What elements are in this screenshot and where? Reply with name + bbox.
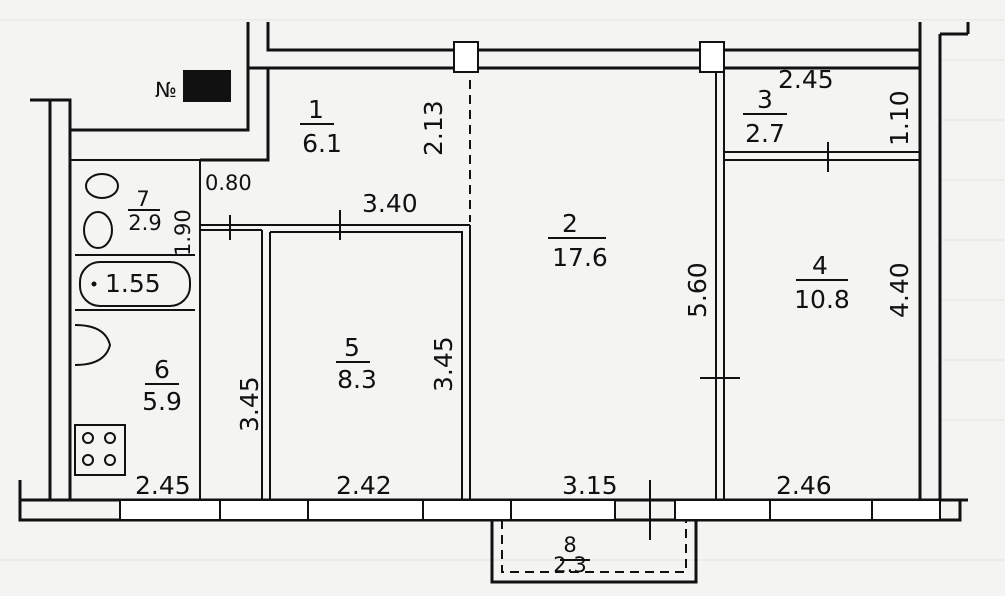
room-id: 6 bbox=[154, 355, 170, 384]
room-area: 5.9 bbox=[142, 387, 182, 416]
dimension-label: 2.45 bbox=[135, 471, 191, 500]
dimension-label: 2.45 bbox=[778, 65, 834, 94]
room-id: 8 bbox=[563, 533, 576, 557]
room-id: 4 bbox=[812, 251, 828, 280]
room-4: 4 10.8 bbox=[794, 251, 850, 314]
window bbox=[307, 499, 424, 521]
room-id: 7 bbox=[136, 187, 149, 211]
room-1: 1 6.1 bbox=[300, 95, 342, 158]
wall-pier bbox=[219, 499, 309, 521]
dimension-label: 2.46 bbox=[776, 471, 832, 500]
background-grid bbox=[0, 19, 1005, 561]
dimension-label: 1.55 bbox=[105, 269, 161, 298]
room-id: 2 bbox=[562, 209, 578, 238]
dimension-label: 3.40 bbox=[362, 189, 418, 218]
room-area: 10.8 bbox=[794, 285, 850, 314]
room-area: 6.1 bbox=[302, 129, 342, 158]
wall-pier bbox=[422, 499, 512, 521]
dimension-label: 1.90 bbox=[171, 209, 195, 256]
room-id: 3 bbox=[757, 85, 773, 114]
room-area: 17.6 bbox=[552, 243, 608, 272]
dimension-label: 3.15 bbox=[562, 471, 618, 500]
dimension-label: 3.45 bbox=[235, 376, 264, 432]
window bbox=[119, 499, 221, 521]
apartment-number-prefix: № bbox=[155, 78, 177, 102]
dimensions: 2.45 2.13 1.10 0.80 3.40 1.90 1.55 5.60 … bbox=[91, 65, 914, 500]
room-area: 2.7 bbox=[745, 119, 785, 148]
window bbox=[769, 499, 873, 521]
dimension-label: 0.80 bbox=[205, 171, 252, 195]
dimension-label: 1.10 bbox=[885, 90, 914, 146]
dimension-label: 5.60 bbox=[683, 262, 712, 318]
wall-pier bbox=[871, 499, 941, 521]
column bbox=[453, 41, 479, 73]
room-area: 8.3 bbox=[337, 365, 377, 394]
wall-pier bbox=[674, 499, 771, 521]
column bbox=[699, 41, 725, 73]
balcony-door bbox=[510, 499, 616, 521]
room-2: 2 17.6 bbox=[548, 209, 608, 272]
room-area: 2.9 bbox=[128, 211, 161, 235]
room-7: 7 2.9 bbox=[128, 187, 162, 235]
room-5: 5 8.3 bbox=[336, 333, 377, 394]
room-area: 2.3 bbox=[553, 553, 586, 577]
redacted-apartment-number bbox=[183, 70, 231, 102]
room-6: 6 5.9 bbox=[142, 355, 182, 416]
room-3: 3 2.7 bbox=[743, 85, 787, 148]
room-id: 1 bbox=[308, 95, 324, 124]
dimension-label: 2.13 bbox=[419, 100, 448, 156]
room-id: 5 bbox=[344, 333, 360, 362]
dimension-label: 2.42 bbox=[336, 471, 392, 500]
dimension-label: 4.40 bbox=[885, 262, 914, 318]
walls bbox=[18, 22, 970, 584]
room-8: 8 2.3 bbox=[553, 533, 586, 577]
dimension-label: 3.45 bbox=[429, 336, 458, 392]
